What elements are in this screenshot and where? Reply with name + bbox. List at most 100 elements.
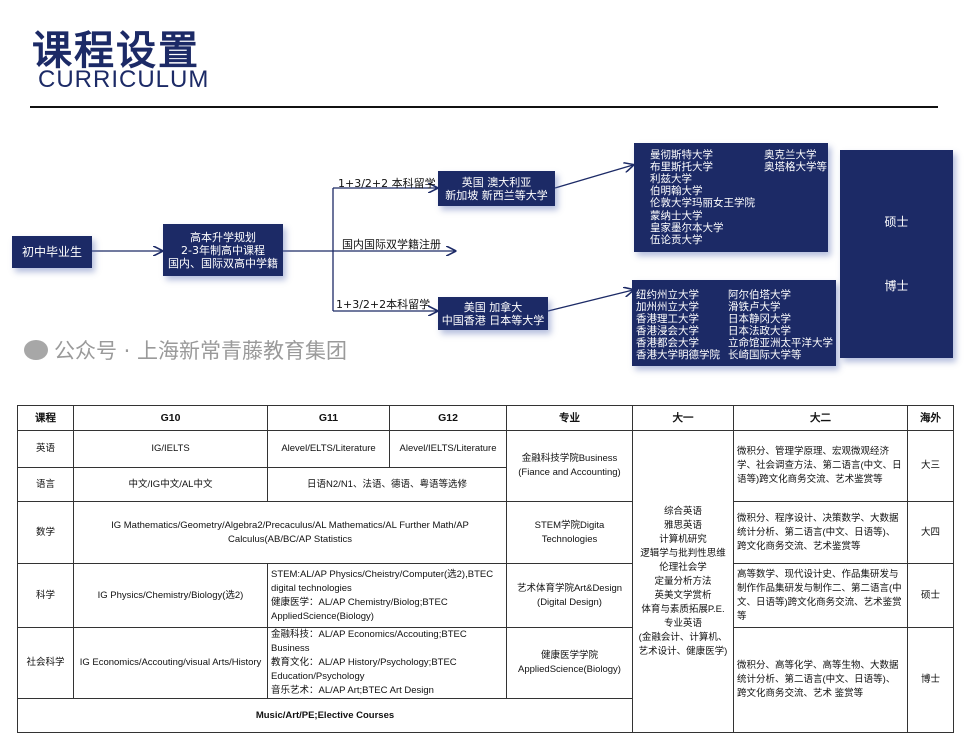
cell: 大三 bbox=[907, 430, 954, 502]
university-name: 蒙纳士大学 bbox=[650, 209, 703, 222]
cell: Alevel/ELTS/Literature bbox=[267, 430, 390, 468]
cell-line: 健康医学：AL/AP Chemistry/Biolog;BTEC Applied… bbox=[271, 596, 448, 622]
page-title: 课程设置 bbox=[32, 28, 200, 74]
plan-line: 国内、国际双高中学籍 bbox=[168, 256, 278, 270]
cell: 日语N2/N1、法语、德语、粤语等选修 bbox=[267, 467, 507, 502]
university-name: 伍论贡大学 bbox=[650, 233, 703, 246]
cell-line: 金融科技：AL/AP Economics/Accouting;BTEC Busi… bbox=[271, 629, 467, 654]
watermark: 公众号 · 上海新常青藤教育集团 bbox=[24, 335, 347, 365]
year1-course: 雅思英语 bbox=[663, 519, 702, 531]
year1-course: 伦理社会学 bbox=[659, 561, 707, 573]
year1-course: 计算机研究 bbox=[659, 533, 707, 545]
route-us-label: 1+3/2+2本科留学 bbox=[336, 298, 431, 311]
table-row: 英语 IG/IELTS Alevel/ELTS/Literature Aleve… bbox=[17, 430, 954, 733]
cell: Alevel/IELTS/Literature bbox=[389, 430, 507, 468]
cell: 社会科学 bbox=[17, 627, 74, 699]
cell: 微积分、高等化学、高等生物、大数据统计分析、第二语言(中文、日语等)、跨文化商务… bbox=[733, 627, 908, 733]
uk-region-box: 英国 澳大利亚新加坡 新西兰等大学 bbox=[438, 171, 555, 206]
col-header: G10 bbox=[73, 405, 268, 431]
university-name: 加州州立大学 bbox=[636, 301, 699, 313]
university-name: 奥塔格大学等 bbox=[764, 161, 827, 174]
flow-connectors bbox=[92, 0, 967, 400]
cell: 博士 bbox=[907, 627, 954, 733]
cell: IG Mathematics/Geometry/Algebra2/Precacu… bbox=[73, 501, 507, 564]
cell: 微积分、程序设计、决策数学、大数据统计分析、第二语言(中文、日语等)、跨文化商务… bbox=[733, 501, 908, 564]
university-name: 香港大学明德学院 bbox=[636, 349, 720, 361]
col-header: 专业 bbox=[506, 405, 633, 431]
start-box: 初中毕业生 bbox=[12, 236, 92, 268]
cell: 数学 bbox=[17, 501, 74, 564]
region-line: 新加坡 新西兰等大学 bbox=[445, 188, 548, 202]
university-name: 纽约州立大学 bbox=[636, 289, 699, 301]
cell: STEM学院Digita Technologies bbox=[506, 501, 633, 564]
cell: 英语 bbox=[17, 430, 74, 468]
page-subtitle: CURRICULUM bbox=[38, 66, 210, 93]
year1-cell: 综合英语雅思英语计算机研究逻辑学与批判性思维伦理社会学定量分析方法英美文学赏析体… bbox=[632, 430, 734, 733]
start-label: 初中毕业生 bbox=[21, 244, 82, 259]
university-name: 日本法政大学 bbox=[728, 325, 791, 337]
university-name: 皇家墨尔本大学 bbox=[650, 221, 724, 234]
university-name: 奥克兰大学 bbox=[764, 149, 817, 161]
cell: 语言 bbox=[17, 467, 74, 502]
cell: Music/Art/PE;Elective Courses bbox=[17, 698, 633, 733]
table-row: 社会科学 IG Economics/Accouting/visual Arts/… bbox=[17, 627, 954, 733]
degree-box: 硕士博士 bbox=[840, 150, 953, 358]
plan-line: 2-3年制高中课程 bbox=[181, 243, 265, 257]
university-name: 曼彻斯特大学 bbox=[650, 149, 713, 161]
year1-course: 综合英语 bbox=[663, 505, 702, 517]
region-line: 英国 澳大利亚 bbox=[461, 175, 532, 189]
year1-course: 定量分析方法 bbox=[654, 575, 712, 587]
cell: IG Physics/Chemistry/Biology(选2) bbox=[73, 563, 268, 628]
col-header: 海外 bbox=[907, 405, 954, 431]
year1-course: 体育与素质拓展P.E. bbox=[641, 603, 725, 615]
university-name: 日本静冈大学 bbox=[728, 313, 791, 325]
university-name: 香港理工大学 bbox=[636, 313, 699, 325]
cell: 微积分、管理学原理、宏观微观经济学、社会调查方法、第二语言(中文、日语等)跨文化… bbox=[733, 430, 908, 502]
col-header: G12 bbox=[389, 405, 507, 431]
route-uk-label: 1+3/2+2 本科留学 bbox=[338, 177, 436, 190]
watermark-text: 公众号 · 上海新常青藤教育集团 bbox=[54, 339, 348, 363]
cell: 硕士 bbox=[907, 563, 954, 628]
year1-course: 英美文学赏析 bbox=[654, 589, 712, 601]
cell-line: 教育文化：AL/AP History/Psychology;BTEC Educa… bbox=[271, 657, 457, 682]
cell: IG/IELTS bbox=[73, 430, 268, 468]
plan-line: 高本升学规划 bbox=[190, 230, 256, 244]
col-header: 大一 bbox=[632, 405, 734, 431]
cell: 科学 bbox=[17, 563, 74, 628]
year1-course: 专业英语 bbox=[663, 617, 702, 629]
university-name: 布里斯托大学 bbox=[650, 161, 713, 174]
university-name: 利兹大学 bbox=[650, 173, 692, 186]
cell: 金融科技学院Business (Fiance and Accounting) bbox=[506, 430, 633, 502]
university-name: 伯明翰大学 bbox=[650, 185, 703, 198]
year1-course: 逻辑学与批判性思维 bbox=[640, 547, 726, 559]
table-row: 数学 IG Mathematics/Geometry/Algebra2/Prec… bbox=[17, 501, 954, 564]
col-header: 大二 bbox=[733, 405, 908, 431]
uk-universities-box: 曼彻斯特大学布里斯托大学利兹大学伯明翰大学伦敦大学玛丽女王学院蒙纳士大学皇家墨尔… bbox=[634, 143, 828, 252]
us-universities-box: 纽约州立大学加州州立大学香港理工大学香港浸会大学香港都会大学香港大学明德学院阿尔… bbox=[632, 280, 836, 366]
university-name: 立命馆亚洲太平洋大学 bbox=[728, 337, 833, 349]
university-name: 滑铁卢大学 bbox=[728, 301, 781, 313]
us-region-box: 美国 加拿大中国香港 日本等大学 bbox=[438, 297, 548, 330]
university-name: 香港都会大学 bbox=[636, 337, 699, 349]
university-name: 长崎国际大学等 bbox=[728, 349, 802, 361]
table-row: Music/Art/PE;Elective Courses bbox=[17, 698, 954, 733]
region-line: 美国 加拿大 bbox=[463, 300, 523, 314]
wechat-icon bbox=[24, 340, 48, 360]
cell: 金融科技：AL/AP Economics/Accouting;BTEC Busi… bbox=[267, 627, 507, 699]
cell: 中文/IG中文/AL中文 bbox=[73, 467, 268, 502]
table-row: 科学 IG Physics/Chemistry/Biology(选2) STEM… bbox=[17, 563, 954, 628]
cell: 大四 bbox=[907, 501, 954, 564]
cell: IG Economics/Accouting/visual Arts/Histo… bbox=[73, 627, 268, 699]
cell: STEM:AL/AP Physics/Cheistry/Computer(选2)… bbox=[267, 563, 507, 628]
university-name: 伦敦大学玛丽女王学院 bbox=[650, 197, 755, 210]
col-header: G11 bbox=[267, 405, 390, 431]
route-domestic-label: 国内国际双学籍注册 bbox=[342, 238, 441, 251]
cell: 艺术体育学院Art&Design (Digital Design) bbox=[506, 563, 633, 628]
divider bbox=[30, 106, 938, 108]
cell-line: 音乐艺术：AL/AP Art;BTEC Art Design bbox=[271, 685, 434, 696]
cell-line: STEM:AL/AP Physics/Cheistry/Computer(选2)… bbox=[271, 568, 494, 594]
year1-course: (金融会计、计算机、艺术设计、健康医学) bbox=[638, 631, 728, 657]
